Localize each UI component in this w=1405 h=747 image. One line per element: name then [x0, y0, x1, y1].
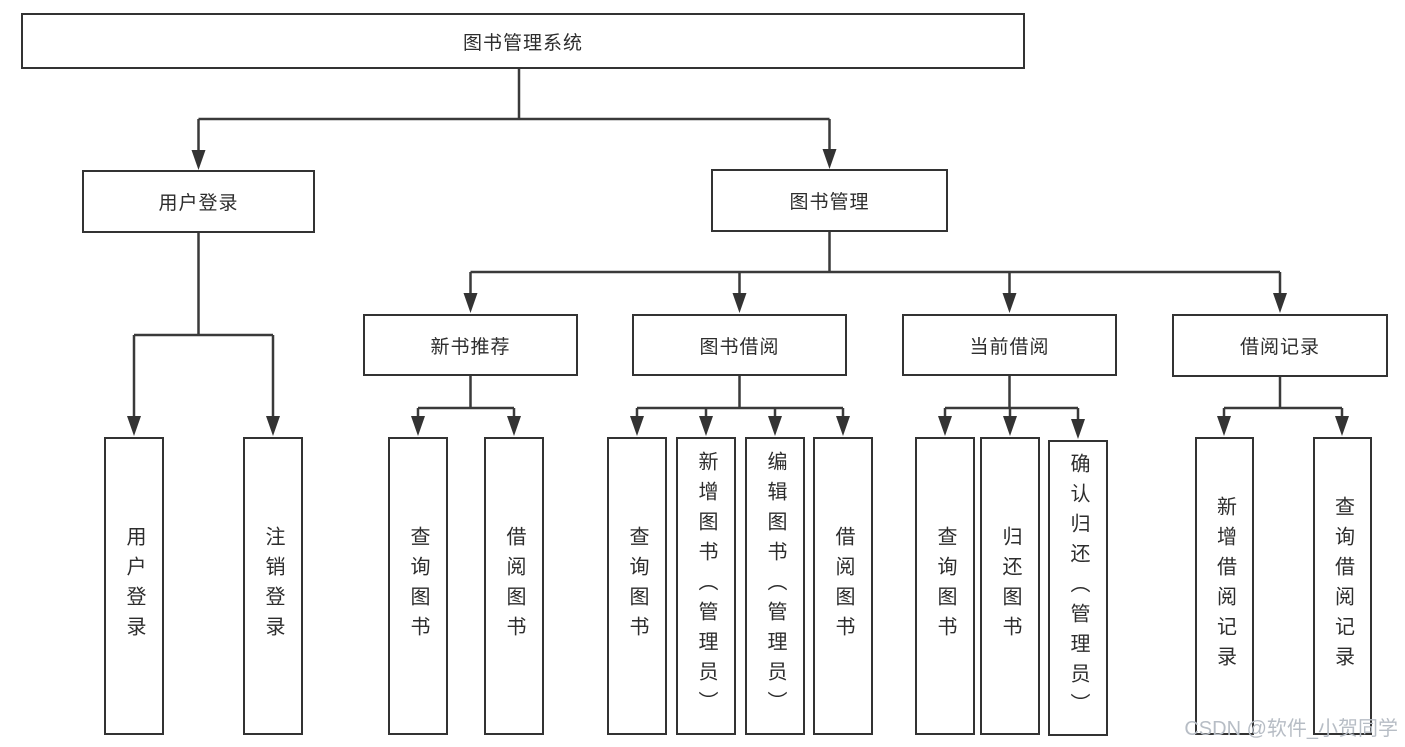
leaf-borrow-query: 查询图书: [607, 437, 667, 735]
leaf-record-add: 新增借阅记录: [1195, 437, 1254, 735]
node-label: 新增借阅记录: [1213, 496, 1236, 676]
connector-newbook-to-leaves: [416, 376, 516, 418]
leaf-newbook-query: 查询图书: [388, 437, 448, 735]
node-user-login-branch: 用户登录: [82, 170, 315, 233]
node-label: 用户登录: [123, 526, 145, 646]
node-book-management-branch: 图书管理: [711, 169, 948, 232]
node-borrow-records-module: 借阅记录: [1172, 314, 1388, 377]
node-label: 查询借阅记录: [1331, 496, 1354, 676]
node-label: 当前借阅: [969, 336, 1050, 358]
node-book-borrow-module: 图书借阅: [632, 314, 847, 376]
node-new-book-module: 新书推荐: [363, 314, 578, 376]
connector-borrow-to-leaves: [635, 376, 845, 418]
node-label: 用户登录: [158, 193, 239, 214]
leaf-current-return: 归还图书: [980, 437, 1040, 735]
node-label: 查询图书: [934, 526, 956, 646]
node-label: 查询图书: [626, 526, 648, 646]
connector-bookmgmt-to-level3: [469, 232, 1282, 295]
leaf-borrow-add-admin: 新增图书（管理员）: [676, 437, 736, 735]
leaf-borrow-edit-admin: 编辑图书（管理员）: [745, 437, 805, 735]
node-label: 图书管理: [789, 192, 870, 213]
node-label: 编辑图书（管理员）: [764, 451, 786, 721]
leaf-record-query: 查询借阅记录: [1313, 437, 1372, 735]
connector-records-to-leaves: [1222, 377, 1344, 418]
node-label: 注销登录: [262, 526, 284, 646]
leaf-current-confirm-return-admin: 确认归还（管理员）: [1048, 440, 1108, 736]
node-label: 查询图书: [407, 526, 429, 646]
connector-root-to-level2: [197, 69, 831, 152]
node-label: 确认归还（管理员）: [1067, 453, 1089, 723]
node-label: 新书推荐: [430, 336, 511, 358]
node-label: 图书借阅: [699, 336, 780, 358]
node-label: 借阅图书: [832, 526, 854, 646]
node-system-root: 图书管理系统: [21, 13, 1025, 69]
node-label: 新增图书（管理员）: [695, 451, 717, 721]
node-label: 图书管理系统: [462, 32, 583, 54]
connector-current-to-leaves: [943, 376, 1080, 421]
leaf-current-query: 查询图书: [915, 437, 975, 735]
node-label: 借阅记录: [1239, 337, 1320, 358]
node-current-borrow-module: 当前借阅: [902, 314, 1117, 376]
leaf-logout: 注销登录: [243, 437, 303, 735]
node-label: 归还图书: [999, 526, 1021, 646]
leaf-newbook-borrow: 借阅图书: [484, 437, 544, 735]
node-label: 借阅图书: [503, 526, 525, 646]
connector-userlogin-to-leaves: [132, 233, 275, 418]
leaf-user-login: 用户登录: [104, 437, 164, 735]
leaf-borrow-book: 借阅图书: [813, 437, 873, 735]
